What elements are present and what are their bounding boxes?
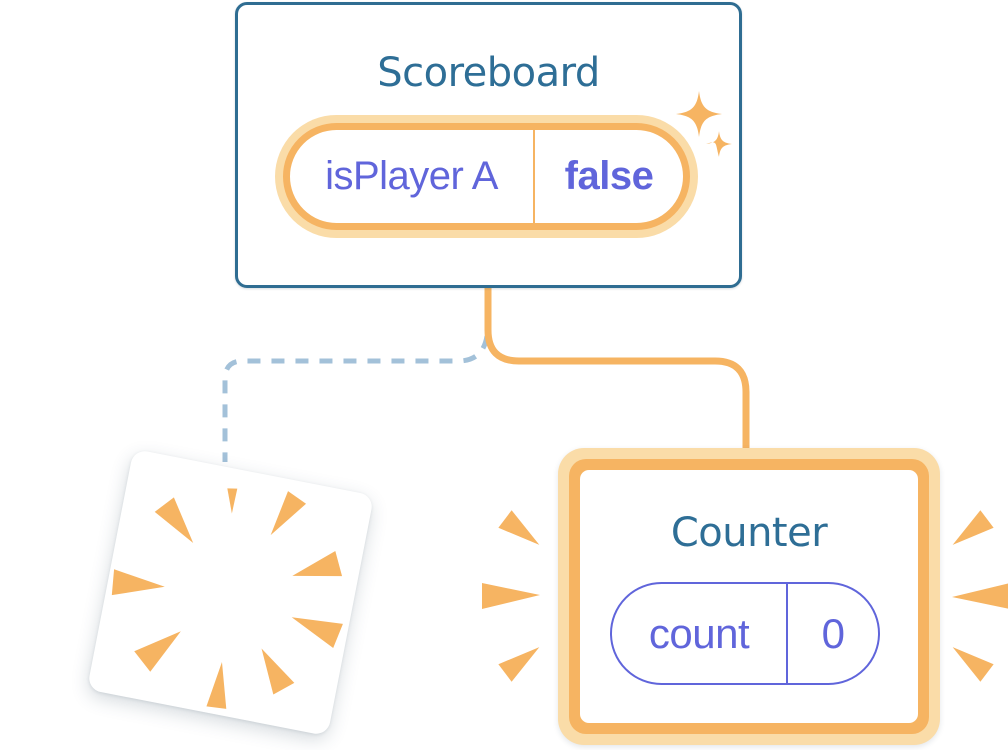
- burst-ray: [206, 661, 227, 709]
- counter-state-pill: count 0: [610, 582, 880, 685]
- orange-connector-line: [484, 283, 750, 460]
- destroyed-component-card: [86, 448, 375, 737]
- emphasis-mark-icon: [952, 647, 994, 682]
- scoreboard-title: Scoreboard: [377, 50, 600, 96]
- scoreboard-component-card: Scoreboard isPlayer A false: [235, 2, 742, 288]
- state-value: 0: [821, 609, 845, 657]
- burst-ray: [291, 617, 343, 649]
- emphasis-mark-icon: [952, 510, 994, 545]
- emphasis-mark-icon: [482, 583, 540, 609]
- burst-ray: [154, 497, 194, 543]
- dashed-connector-line: [222, 335, 490, 462]
- burst-ray: [134, 631, 181, 672]
- emphasis-mark-icon: [952, 583, 1008, 609]
- emphasis-mark-icon: [498, 510, 540, 545]
- scoreboard-state-pill: isPlayer A false: [283, 123, 690, 230]
- counter-component-card: Counter count 0: [558, 448, 940, 745]
- burst-ray: [292, 550, 343, 577]
- burst-ray: [270, 491, 307, 536]
- state-key: isPlayer A: [290, 130, 535, 223]
- burst-ray: [227, 488, 238, 514]
- counter-title: Counter: [670, 510, 828, 556]
- burst-icon: [111, 488, 343, 709]
- emphasis-mark-icon: [498, 647, 540, 682]
- burst-ray: [261, 648, 295, 695]
- burst-ray: [111, 569, 165, 596]
- state-value: false: [564, 154, 654, 198]
- state-key: count: [612, 584, 788, 683]
